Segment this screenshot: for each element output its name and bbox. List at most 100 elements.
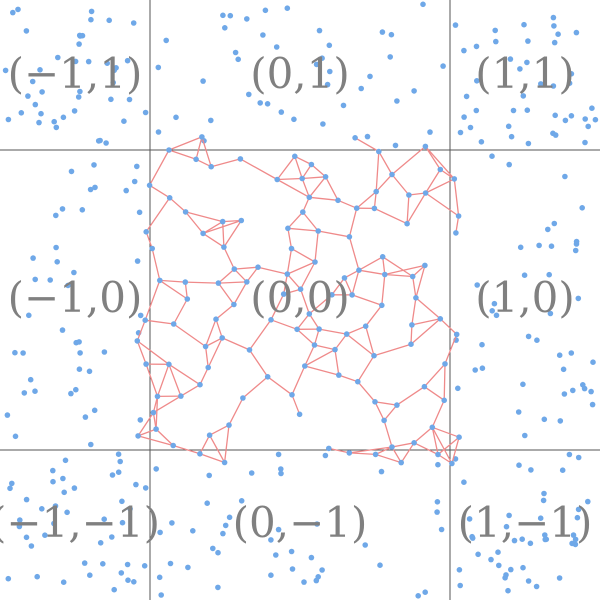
scatter-point: [76, 339, 82, 345]
graph-edge: [294, 155, 303, 180]
scatter-point: [388, 31, 395, 38]
graph-edge: [145, 197, 171, 233]
scatter-point: [9, 480, 15, 487]
scatter-point: [61, 489, 67, 496]
graph-edge: [202, 232, 225, 248]
scatter-point: [68, 390, 74, 397]
graph-edge: [202, 219, 242, 235]
label-cell-0-1: (0,1): [250, 49, 350, 98]
scatter-point: [278, 470, 284, 477]
scatter-point: [552, 132, 559, 138]
scatter-point: [559, 467, 566, 474]
scatter-point: [474, 282, 481, 288]
center-point: [134, 338, 141, 344]
graph-edge: [168, 363, 182, 397]
center-point: [352, 135, 358, 141]
graph-edge: [328, 447, 350, 454]
scatter-point: [552, 112, 558, 119]
graph-edge: [301, 176, 327, 180]
scatter-point: [273, 44, 280, 50]
graph-edge: [137, 428, 157, 437]
graph-edge: [136, 319, 146, 342]
center-point: [182, 209, 189, 215]
center-point: [306, 194, 313, 201]
scatter-point: [457, 129, 464, 136]
scatter-point: [32, 276, 38, 283]
scatter-point: [434, 499, 441, 505]
scatter-point: [492, 27, 499, 34]
graph-edge: [374, 446, 393, 456]
scatter-point: [575, 295, 582, 302]
graph-edge: [348, 207, 358, 238]
graph-edge: [351, 269, 360, 296]
graph-edge: [406, 192, 427, 225]
scatter-point: [101, 349, 108, 355]
scatter-point: [226, 514, 233, 521]
scatter-point: [7, 485, 13, 492]
scatter-point: [520, 381, 526, 388]
scatter-point: [157, 529, 163, 536]
scatter-point: [560, 366, 567, 373]
scatter-point: [88, 16, 94, 23]
scatter-point: [472, 367, 479, 373]
scatter-point: [556, 575, 563, 581]
scatter-point: [155, 64, 162, 71]
center-point: [346, 450, 353, 456]
scatter-point: [124, 561, 131, 568]
center-point: [389, 171, 395, 178]
center-point: [237, 156, 244, 162]
graph-edge: [148, 184, 171, 199]
center-point: [394, 402, 400, 408]
scatter-point: [521, 272, 528, 279]
scatter-point: [488, 556, 494, 563]
scatter-point: [131, 178, 138, 185]
scatter-point: [527, 540, 534, 547]
graph-edge: [199, 434, 211, 455]
center-point: [193, 156, 199, 163]
graph-edge: [137, 435, 174, 447]
center-point: [297, 286, 304, 293]
scatter-point: [540, 497, 547, 504]
scatter-point: [489, 308, 496, 314]
graph-edge: [443, 363, 446, 401]
scatter-point: [206, 472, 212, 479]
graph-edge: [168, 136, 203, 151]
scatter-point: [473, 107, 480, 114]
center-point: [264, 374, 271, 380]
scatter-point: [97, 540, 104, 546]
graph-edge: [276, 155, 296, 181]
scatter-point: [76, 41, 82, 47]
center-point: [302, 363, 308, 369]
scatter-point: [589, 401, 596, 408]
graph-edge: [184, 211, 224, 223]
graph-edge: [169, 197, 187, 213]
scatter-point: [246, 91, 252, 98]
scatter-point: [570, 387, 576, 394]
center-point: [170, 442, 176, 449]
scatter-point: [39, 89, 45, 95]
scatter-point: [362, 542, 369, 548]
scatter-point: [456, 567, 463, 573]
label-cell-0-minus1: (0,−1): [233, 498, 368, 547]
center-point: [274, 176, 281, 183]
label-cell-0-0: (0,0): [250, 273, 350, 322]
graph-edge: [159, 279, 188, 300]
scatter-point: [556, 352, 563, 359]
scatter-point: [572, 247, 579, 254]
scatter-point: [538, 81, 544, 87]
scatter-point: [319, 55, 325, 61]
scatter-point: [117, 458, 123, 465]
graph-edge: [145, 231, 153, 250]
graph-edge: [195, 158, 212, 168]
scatter-point: [79, 32, 86, 39]
scatter-point: [59, 327, 66, 333]
scatter-point: [4, 412, 11, 418]
graph-edge: [294, 155, 313, 166]
graph-edge: [324, 176, 339, 201]
scatter-point: [32, 101, 39, 108]
scatter-point: [12, 349, 18, 356]
scatter-point: [320, 121, 326, 127]
center-point: [244, 279, 250, 285]
scatter-point: [204, 500, 210, 507]
scatter-point: [115, 469, 122, 476]
